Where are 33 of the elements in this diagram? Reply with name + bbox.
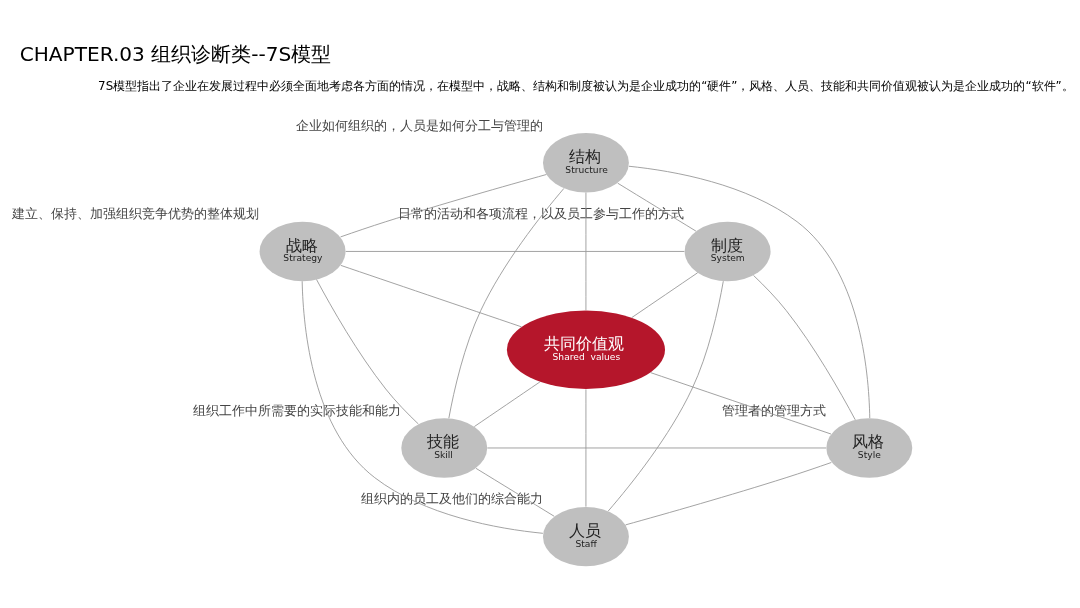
connector xyxy=(316,279,419,425)
connector xyxy=(473,381,541,427)
node-ellipse: 人员 Staff xyxy=(542,506,629,567)
node-ellipse: 共同价值观 Shared values xyxy=(506,310,665,389)
node-ellipse: 战略 Strategy xyxy=(259,221,346,282)
connector xyxy=(345,251,685,252)
node-label: 建立、保持、加强组织竞争优势的整体规划 xyxy=(12,206,260,222)
node-ellipse: 结构 Structure xyxy=(542,133,629,193)
connector xyxy=(585,192,587,311)
connector xyxy=(617,182,697,232)
node-ellipse: 制度 System xyxy=(684,221,771,282)
node-label: 组织工作中所需要的实际技能和能力 xyxy=(192,402,401,418)
connector xyxy=(340,264,522,328)
connector xyxy=(631,272,699,318)
connector xyxy=(486,447,827,449)
connector xyxy=(607,280,724,512)
connector xyxy=(753,274,856,421)
node-label: 管理者的管理方式 xyxy=(721,402,826,418)
connector xyxy=(301,280,544,534)
node-ellipse: 技能 Skill xyxy=(401,418,488,478)
connector xyxy=(340,174,547,238)
connector xyxy=(628,165,871,419)
node-label: 企业如何组织的，人员是如何分工与管理的 xyxy=(295,117,543,133)
connector xyxy=(448,187,565,419)
connector xyxy=(625,462,832,526)
node-label: 组织内的员工及他们的综合能力 xyxy=(360,491,543,507)
label: 7S模型指出了企业在发展过程中必须全面地考虑各方面的情况，在模型中，战略、结构和制度被认为是企业成功的“硬件”，风格、人员、技能和共同价值观被认为是企业成功的“软件”。 xyxy=(98,79,1074,94)
node-ellipse: 风格 Style xyxy=(826,418,913,478)
connector xyxy=(475,467,555,517)
diagram-title: CHAPTER.03 组织诊断类--7S模型 xyxy=(19,42,332,67)
connector xyxy=(650,372,832,435)
connector xyxy=(585,388,587,508)
node-label: 日常的活动和各项流程，以及员工参与工作的方式 xyxy=(398,206,685,222)
